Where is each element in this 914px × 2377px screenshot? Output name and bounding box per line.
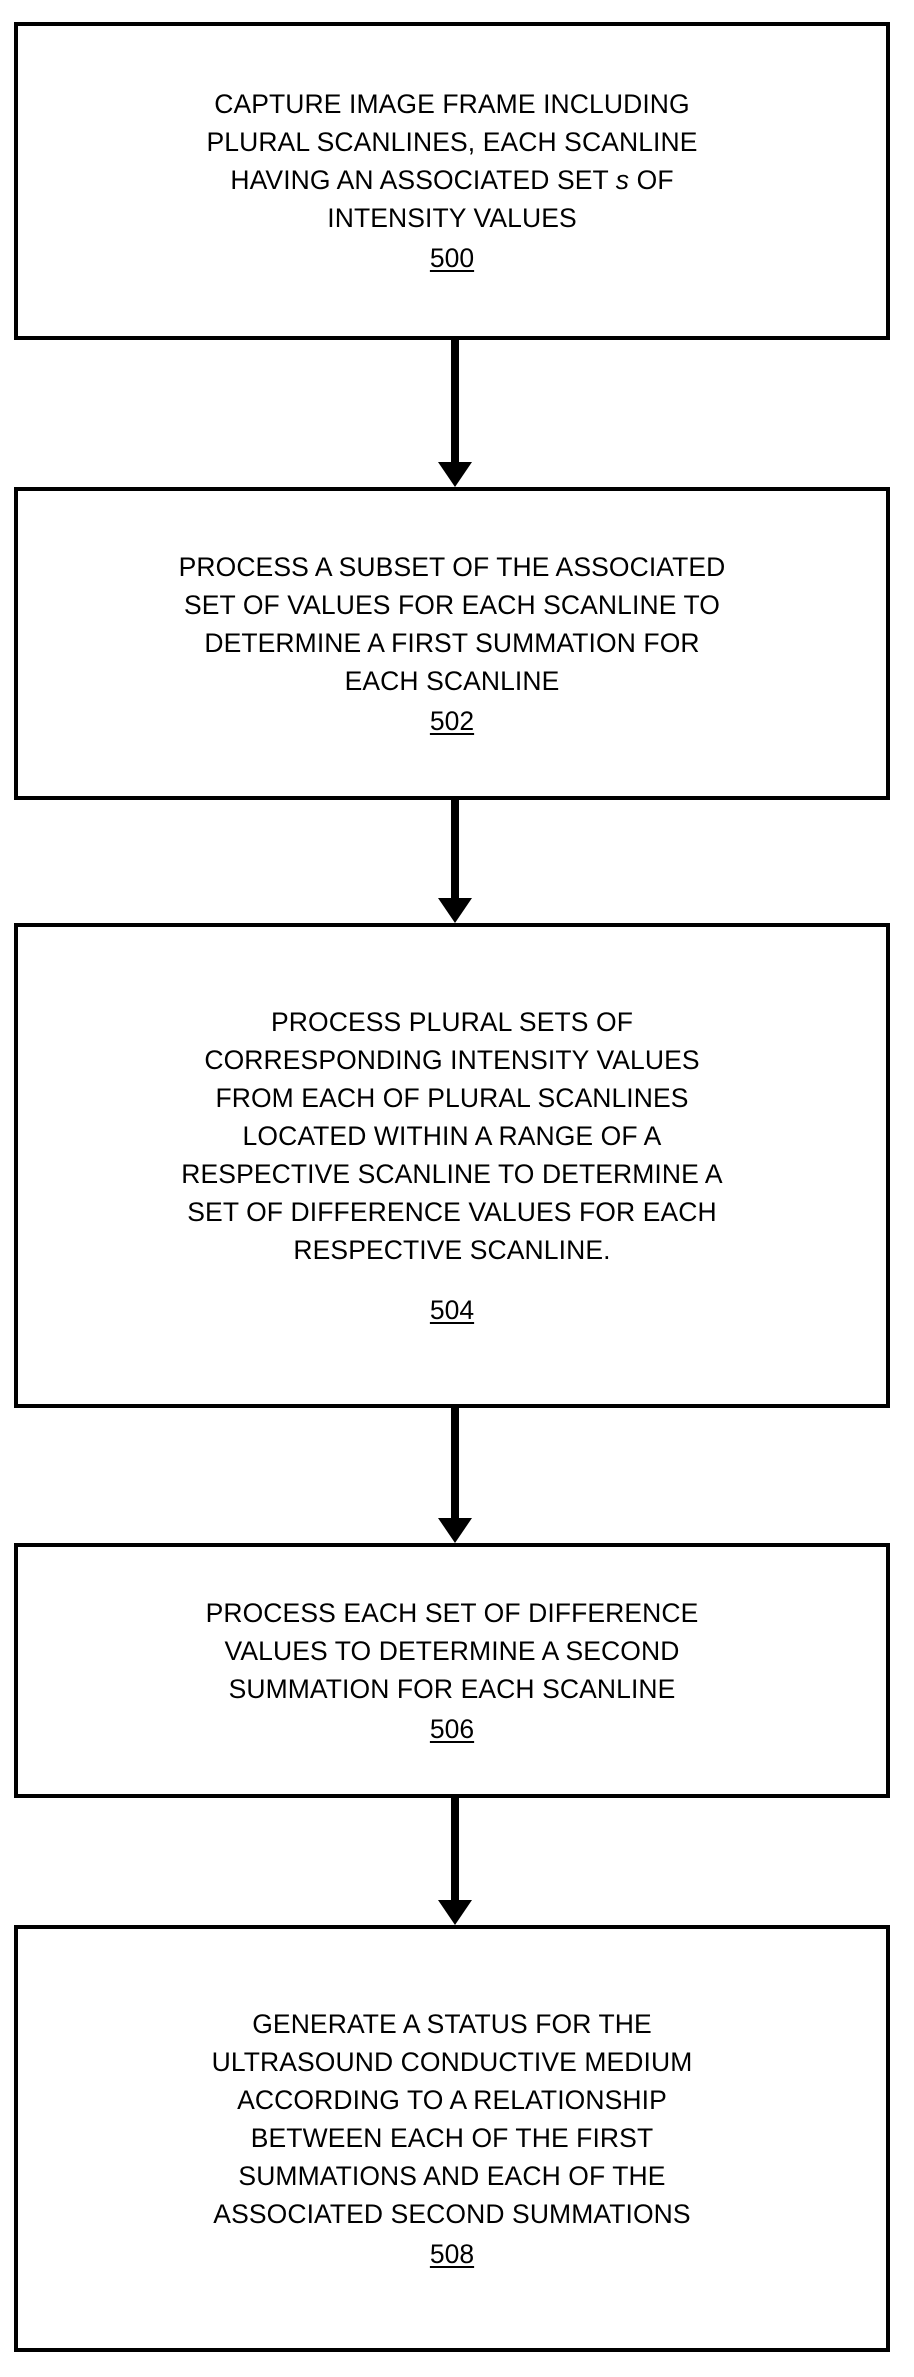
connector-506-to-508 (438, 1798, 472, 1925)
arrowhead-icon (438, 1900, 472, 1925)
connector-shaft (451, 1798, 459, 1902)
process-box-506-text: PROCESS EACH SET OF DIFFERENCE VALUES TO… (205, 1597, 699, 1704)
process-box-508-text: GENERATE A STATUS FOR THE ULTRASOUND CON… (211, 2008, 693, 2229)
connector-502-to-504 (438, 800, 472, 923)
arrowhead-icon (438, 462, 472, 487)
process-box-500-text: CAPTURE IMAGE FRAME INCLUDING PLURAL SCA… (206, 89, 698, 233)
reference-numeral-500: 500 (429, 243, 475, 273)
process-box-502-text: PROCESS A SUBSET OF THE ASSOCIATED SET O… (178, 551, 726, 696)
connector-shaft (451, 1408, 459, 1520)
reference-numeral-508: 508 (429, 2238, 475, 2269)
process-box-506: PROCESS EACH SET OF DIFFERENCE VALUES TO… (14, 1543, 890, 1798)
process-box-508: GENERATE A STATUS FOR THE ULTRASOUND CON… (14, 1925, 890, 2352)
arrowhead-icon (438, 1518, 472, 1543)
arrowhead-icon (438, 898, 472, 923)
reference-numeral-502: 502 (429, 705, 475, 736)
process-box-502: PROCESS A SUBSET OF THE ASSOCIATED SET O… (14, 487, 890, 800)
connector-shaft (451, 340, 459, 464)
reference-numeral-506: 506 (429, 1713, 475, 1744)
reference-numeral-504: 504 (429, 1294, 475, 1325)
process-box-504: PROCESS PLURAL SETS OF CORRESPONDING INT… (14, 923, 890, 1408)
process-box-500: CAPTURE IMAGE FRAME INCLUDING PLURAL SCA… (14, 22, 890, 340)
process-box-500-line3: HAVING AN ASSOCIATED SET s OF (230, 165, 674, 195)
connector-504-to-506 (438, 1408, 472, 1543)
connector-shaft (451, 800, 459, 900)
process-box-504-text: PROCESS PLURAL SETS OF CORRESPONDING INT… (181, 1006, 723, 1265)
italic-variable-s: s (615, 165, 630, 195)
connector-500-to-502 (438, 340, 472, 487)
